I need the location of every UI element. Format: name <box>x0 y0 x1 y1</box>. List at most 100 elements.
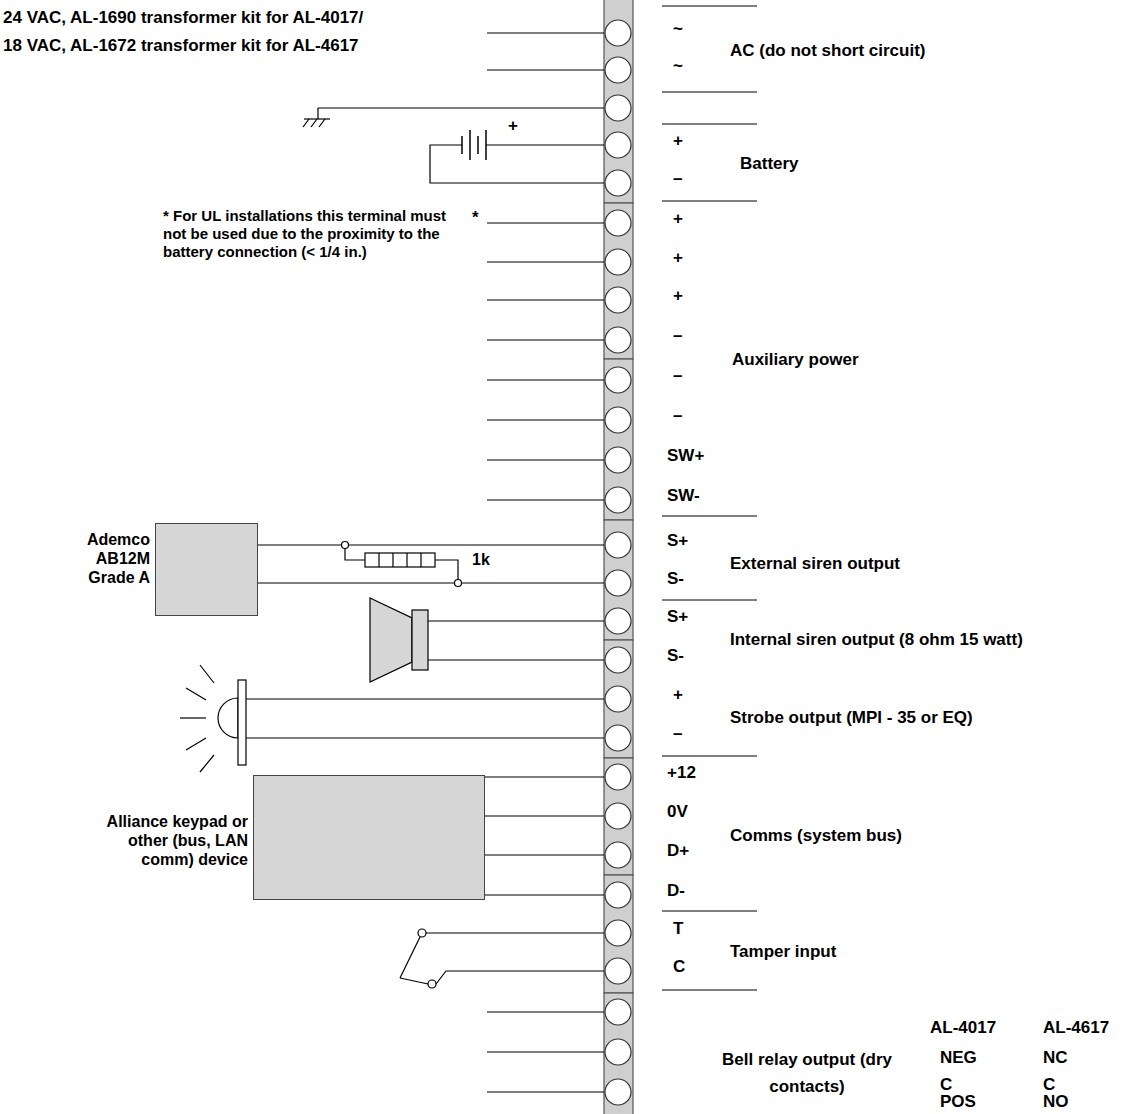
terminal-screw <box>605 958 631 984</box>
tamper-switch <box>428 980 436 988</box>
terminal-screw <box>605 608 631 634</box>
group-label: External siren output <box>730 554 900 574</box>
terminal-screw <box>605 95 631 121</box>
supply-note: 24 VAC, AL-1690 transformer kit for AL-4… <box>3 8 363 28</box>
pin-label: + <box>673 685 683 705</box>
terminal-screw <box>605 803 631 829</box>
terminal-screw <box>605 725 631 751</box>
separator-line <box>662 600 757 601</box>
pin-label: D- <box>667 881 685 901</box>
tamper-switch <box>400 978 428 984</box>
wire <box>487 32 604 33</box>
resistor-symbol <box>455 580 462 587</box>
strobe-symbol <box>200 665 214 683</box>
terminal-strip <box>604 875 633 993</box>
device-label: Ademco AB12M Grade A <box>68 530 150 587</box>
resistor-symbol <box>392 553 393 567</box>
terminal-screw <box>605 447 631 473</box>
pin-label: + <box>673 248 683 268</box>
terminal-strip <box>604 0 633 1114</box>
pin-label: + <box>673 209 683 229</box>
terminal-strip <box>604 203 633 359</box>
wire <box>246 737 604 738</box>
battery-symbol <box>469 130 471 160</box>
pin-label: S+ <box>667 531 688 551</box>
column-header: AL-4017 <box>930 1018 996 1038</box>
wire <box>487 1091 604 1092</box>
ground-symbol <box>317 108 318 119</box>
resistor-symbol <box>435 560 458 583</box>
separator-line <box>662 124 757 125</box>
pin-label: SW+ <box>667 446 704 466</box>
terminal-strip <box>604 359 633 520</box>
terminal-screw <box>605 132 631 158</box>
pin-label: ~ <box>673 19 683 39</box>
separator-line <box>662 911 757 912</box>
terminal-screw <box>605 920 631 946</box>
wire <box>487 339 604 340</box>
wire <box>487 299 604 300</box>
terminal-screw <box>605 1079 631 1105</box>
strobe-symbol <box>186 738 206 750</box>
strobe-symbol <box>218 698 238 738</box>
note-marker: * <box>472 208 479 228</box>
wire <box>426 932 604 933</box>
pin-label: – <box>673 366 682 386</box>
battery-symbol <box>485 130 487 160</box>
pin-label: – <box>673 326 682 346</box>
strobe-symbol <box>186 688 206 700</box>
terminal-screw <box>605 249 631 275</box>
terminal-strip <box>604 640 633 758</box>
resistor-symbol <box>365 553 435 567</box>
strobe-symbol <box>238 680 246 765</box>
group-label: Tamper input <box>730 942 836 962</box>
pin-label: S- <box>667 569 684 589</box>
terminal-screw <box>605 647 631 673</box>
wire <box>246 698 604 699</box>
ground-symbol <box>311 119 317 127</box>
terminal-screw <box>605 367 631 393</box>
resistor-symbol <box>406 553 407 567</box>
wire <box>428 659 604 660</box>
pin-label: D+ <box>667 841 689 861</box>
strobe-symbol <box>200 755 214 772</box>
separator-line <box>662 756 757 757</box>
wire <box>246 33 604 1092</box>
wire <box>428 620 604 621</box>
wire <box>430 145 604 183</box>
group-label: Battery <box>740 154 799 174</box>
wire <box>486 144 604 145</box>
relay-contact: NEG <box>940 1048 977 1068</box>
resistor-symbol <box>420 553 421 567</box>
speaker-symbol <box>370 598 412 682</box>
wire <box>455 970 604 971</box>
pin-label: – <box>673 406 682 426</box>
wire <box>487 459 604 460</box>
pin-label: +12 <box>667 763 696 783</box>
tamper-switch <box>418 929 426 937</box>
wire <box>487 419 604 420</box>
wire <box>487 69 604 70</box>
resistor-symbol <box>342 542 349 549</box>
battery-symbol <box>461 136 463 154</box>
terminal-screw <box>605 532 631 558</box>
terminal-screw <box>605 327 631 353</box>
tamper-switch <box>436 971 455 984</box>
group-label: Bell relay output (dry contacts) <box>718 1046 896 1100</box>
separator-line <box>662 6 757 7</box>
wire <box>485 815 604 816</box>
terminal-screw <box>605 1039 631 1065</box>
wire <box>487 261 604 262</box>
wire <box>487 1051 604 1052</box>
tamper-switch <box>400 929 455 988</box>
pin-label: – <box>673 724 682 744</box>
resistor-value: 1k <box>472 550 490 570</box>
strobe-symbol <box>180 717 206 718</box>
battery-symbol <box>462 130 486 160</box>
wire <box>485 854 604 855</box>
terminal-screw <box>605 20 631 1105</box>
separator-line <box>662 990 757 991</box>
speaker-symbol <box>370 598 428 682</box>
wire <box>487 222 604 223</box>
pin-label: 0V <box>667 802 688 822</box>
